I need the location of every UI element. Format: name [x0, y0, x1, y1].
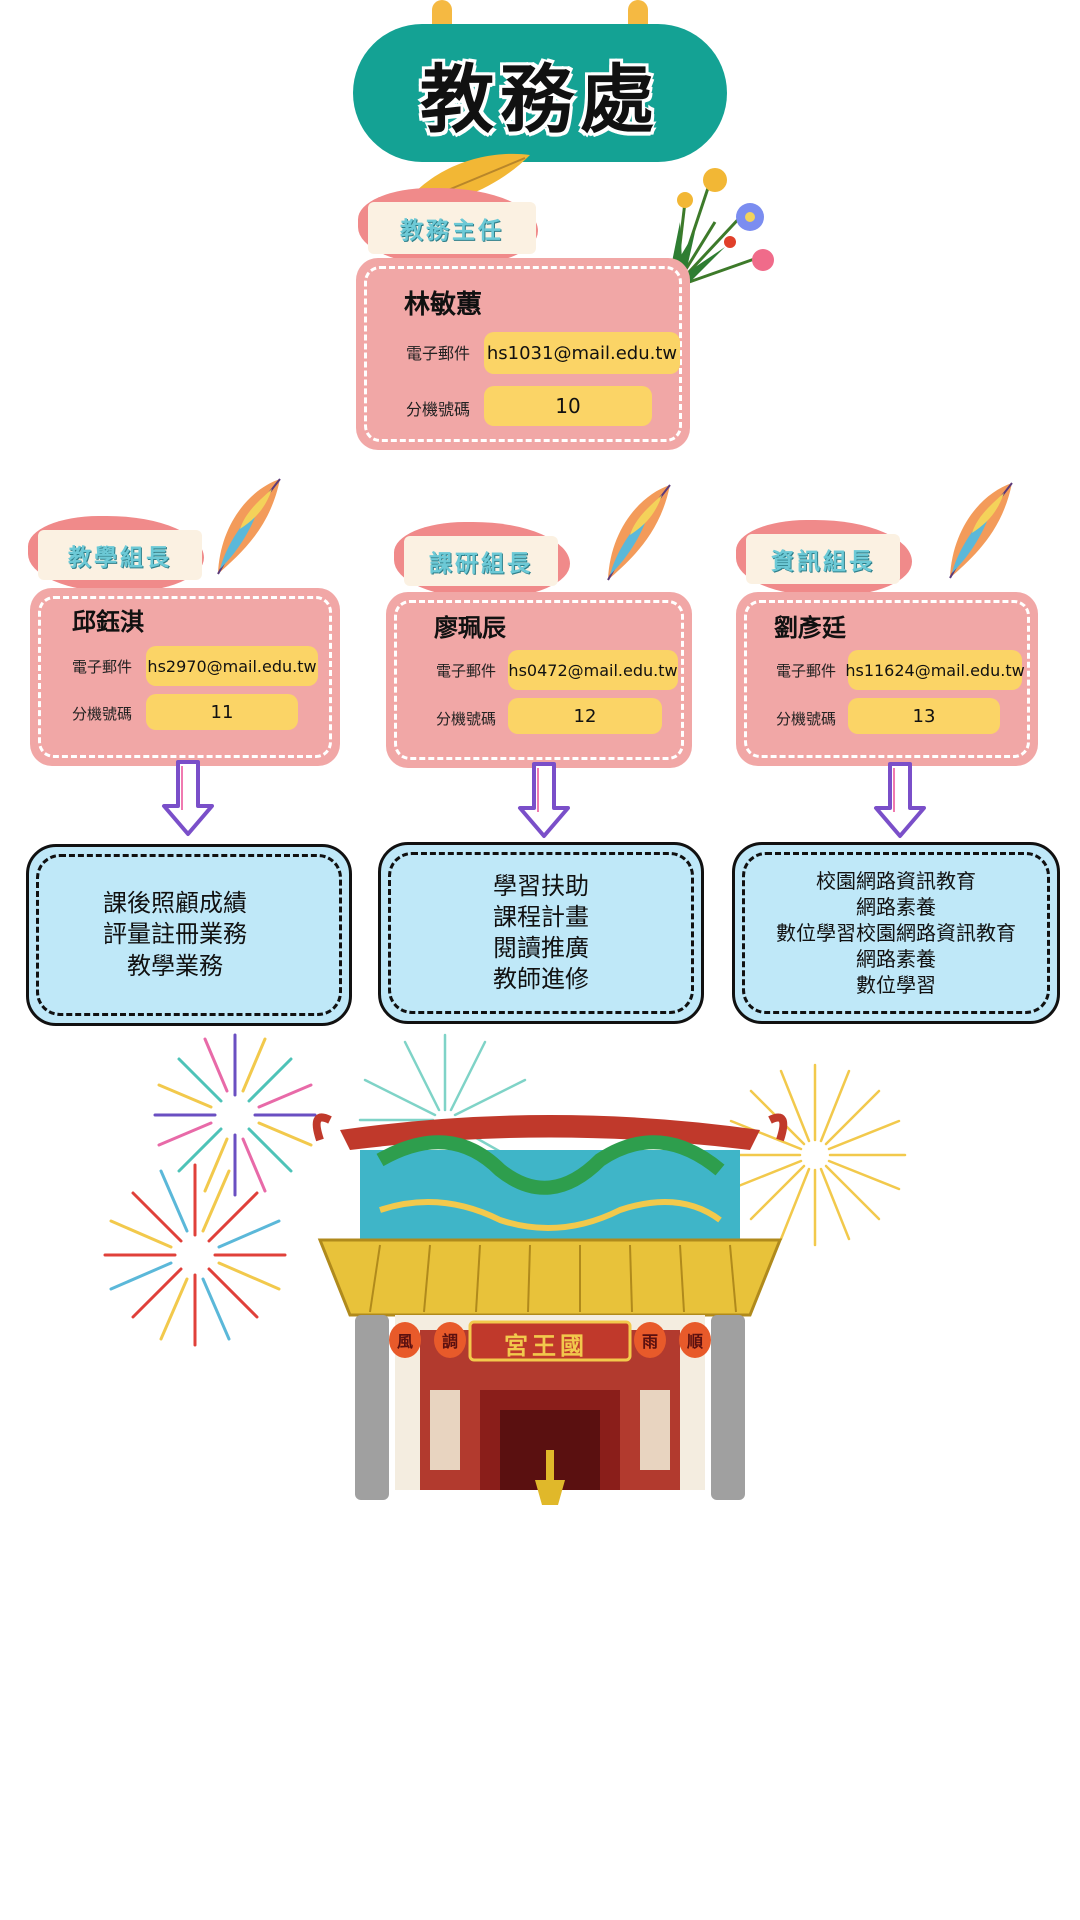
lantern-text: 順 [686, 1332, 703, 1351]
extension-label: 分機號碼 [776, 710, 837, 728]
email-value: hs1031@mail.edu.tw [484, 332, 680, 374]
role-tag-it: 資訊組長 [746, 534, 900, 584]
lantern-text: 雨 [641, 1332, 658, 1351]
email-value: hs2970@mail.edu.tw [146, 646, 318, 686]
extension-value: 11 [146, 694, 298, 730]
curriculum-duties-box: 學習扶助 課程計畫 閱讀推廣 教師進修 [378, 842, 704, 1024]
lantern-text: 風 [396, 1332, 413, 1351]
teaching-duties-box: 課後照顧成績 評量註冊業務 教學業務 [26, 844, 352, 1026]
leader-name: 廖珮辰 [434, 614, 506, 642]
it-duties-box: 校園網路資訊教育 網路素養 數位學習校園網路資訊教育 網路素養 數位學習 [732, 842, 1060, 1024]
director-card: 林敏蕙 電子郵件 hs1031@mail.edu.tw 分機號碼 10 [356, 258, 690, 450]
duty-item: 網路素養 [856, 895, 936, 919]
temple-plaque-text: 宮王國 [504, 1332, 588, 1360]
teaching-leader-card: 邱鈺淇 電子郵件 hs2970@mail.edu.tw 分機號碼 11 [30, 588, 340, 766]
firework-icon [723, 1063, 907, 1247]
director-role-tag: 教務主任 [368, 202, 536, 254]
feather-icon [949, 482, 1013, 579]
email-label: 電子郵件 [436, 662, 497, 680]
lantern-text: 調 [441, 1332, 458, 1351]
duty-item: 閱讀推廣 [493, 934, 589, 962]
down-arrow-icon [874, 762, 926, 838]
email-value: hs11624@mail.edu.tw [845, 650, 1025, 690]
director-name: 林敏蕙 [404, 290, 483, 320]
extension-value: 12 [508, 698, 662, 734]
duty-item: 校園網路資訊教育 [816, 869, 976, 893]
leader-name: 劉彥廷 [774, 614, 846, 642]
duty-item: 評量註冊業務 [103, 920, 247, 949]
email-label: 電子郵件 [776, 662, 837, 680]
firework-icon [153, 1033, 317, 1197]
role-tag-curriculum: 課研組長 [404, 536, 558, 586]
extension-value: 10 [484, 386, 652, 426]
email-label: 電子郵件 [72, 658, 133, 676]
down-arrow-icon [162, 760, 214, 836]
feather-icon [607, 484, 671, 581]
duty-item: 數位學習校園網路資訊教育 [776, 921, 1016, 945]
extension-value: 13 [848, 698, 1000, 734]
title-banner: 教務處 [353, 24, 727, 162]
role-tag-teaching: 教學組長 [38, 530, 202, 580]
extension-label: 分機號碼 [436, 710, 497, 728]
down-arrow-icon [518, 762, 570, 838]
feather-icon [217, 478, 281, 575]
page-title: 教務處 [420, 56, 660, 143]
duty-item: 網路素養 [856, 947, 936, 971]
temple-gate-illustration [312, 1113, 788, 1505]
duty-item: 教師進修 [493, 965, 589, 994]
curriculum-leader-card: 廖珮辰 電子郵件 hs0472@mail.edu.tw 分機號碼 12 [386, 592, 692, 768]
email-value: hs0472@mail.edu.tw [508, 650, 678, 690]
extension-label: 分機號碼 [406, 400, 471, 419]
extension-label: 分機號碼 [72, 705, 133, 723]
firework-icon [103, 1163, 287, 1347]
duty-item: 學習扶助 [493, 871, 589, 900]
duty-item: 教學業務 [127, 951, 223, 980]
leader-name: 邱鈺淇 [72, 608, 144, 636]
email-label: 電子郵件 [406, 344, 471, 363]
duty-item: 課後照顧成績 [103, 889, 247, 918]
duty-item: 課程計畫 [493, 902, 589, 931]
it-leader-card: 劉彥廷 電子郵件 hs11624@mail.edu.tw 分機號碼 13 [736, 592, 1038, 766]
duty-item: 數位學習 [856, 973, 936, 997]
